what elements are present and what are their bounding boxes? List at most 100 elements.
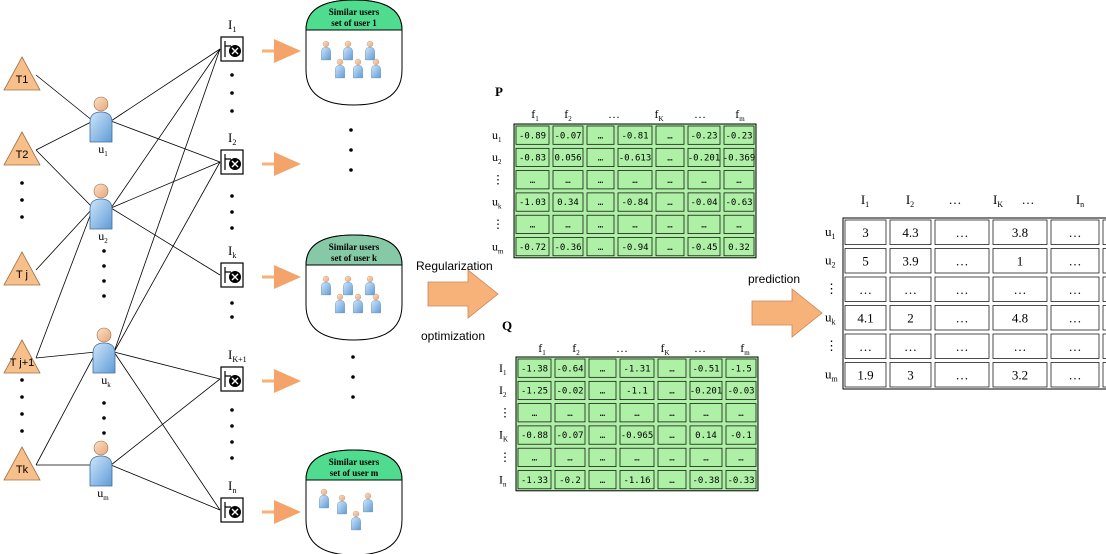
matrix-cell [992, 305, 1048, 331]
matrix-cell-value: -0.94 [621, 243, 648, 253]
matrix-cell [725, 380, 757, 400]
matrix-cell [588, 403, 617, 423]
matrix-col-header: … [1022, 192, 1035, 207]
matrix-cell-value: 4.1 [857, 310, 873, 325]
matrix-cell-value: … [736, 176, 742, 186]
topic-triangle-icon [3, 251, 41, 286]
matrix-cell-value: … [956, 225, 969, 240]
topic-ellipsis [20, 378, 24, 382]
matrix-cell [889, 333, 932, 359]
matrix-cell [586, 237, 615, 257]
matrix-cell [689, 470, 723, 490]
matrix-cell-value: … [598, 131, 604, 141]
matrix-cell [889, 219, 932, 245]
matrix-row-header: I1 [499, 361, 507, 377]
user-label: uk [101, 373, 111, 389]
matrix-row-header: ⋮ [492, 217, 504, 231]
regularization-arrow-icon [427, 269, 499, 319]
item-ellipsis [230, 73, 234, 77]
user-person-icon [89, 440, 113, 487]
matrix-cell-value: -0.83 [519, 154, 546, 164]
user-person-icon [321, 40, 331, 61]
item-box-icon [220, 149, 244, 175]
prediction-arrow-icon [751, 288, 823, 338]
user-person-icon [335, 58, 345, 79]
matrix-col-header: fm [740, 341, 750, 357]
matrix-cell [515, 192, 550, 212]
similar-set-subtitle: set of user m [330, 468, 379, 478]
matrix-cell [934, 305, 990, 331]
matrix-cell-value: -0.201 [690, 387, 723, 397]
matrix-cell [552, 192, 584, 212]
matrix-cell-value: -1.25 [521, 387, 548, 397]
matrix-cell [844, 248, 887, 274]
item-ellipsis [230, 109, 234, 113]
matrix-cell-value: -0.84 [621, 198, 648, 208]
matrix-cell [723, 237, 755, 257]
item-label: IK+1 [228, 347, 247, 364]
item-box-icon [220, 366, 244, 392]
matrix-cell [689, 447, 723, 467]
matrix-cell [588, 380, 617, 400]
matrix-cell [725, 470, 757, 490]
topic-triangle-icon [3, 131, 41, 166]
matrix-cell-value: -0.38 [692, 476, 719, 486]
matrix-cell [1050, 362, 1100, 388]
matrix-cell [1102, 276, 1106, 302]
matrix-cell-value: -0.72 [519, 243, 546, 253]
matrix-col-header: f2 [572, 341, 580, 357]
user-item-line [113, 351, 221, 380]
topic-ellipsis [20, 429, 24, 433]
matrix-cell [619, 425, 655, 445]
matrix-col-header: fK [660, 341, 669, 357]
matrix-row-header: I2 [499, 383, 507, 399]
user-person-icon [335, 293, 345, 314]
matrix-cell-value: … [632, 176, 638, 186]
matrix-cell-value: … [738, 454, 744, 464]
topic-user-line [35, 351, 97, 359]
matrix-cell [844, 333, 887, 359]
set-ellipsis [349, 168, 353, 172]
matrix-cell [1102, 305, 1106, 331]
matrix-row-header: u2 [825, 253, 836, 270]
user-person-icon [343, 40, 353, 61]
connection-lines [35, 48, 221, 511]
item-ellipsis [230, 315, 234, 319]
matrix-cell-value: … [1069, 282, 1082, 297]
matrix-cell [619, 447, 655, 467]
matrix-cell [657, 380, 687, 400]
matrix-col-header: f2 [564, 107, 572, 123]
matrix-cell-value: … [1069, 339, 1082, 354]
matrix-col-header: … [949, 192, 962, 207]
matrix-row-header: um [825, 367, 839, 384]
matrix-cell [655, 192, 685, 212]
matrix-cell [657, 403, 687, 423]
matrix-cell [617, 192, 653, 212]
item-box-icon [220, 497, 244, 523]
matrix-cell [657, 470, 687, 490]
matrix-cell [517, 447, 552, 467]
item-label: I2 [228, 130, 236, 147]
user-label: um [97, 486, 109, 502]
matrix-cell [588, 447, 617, 467]
matrix-cell-value: … [667, 131, 673, 141]
matrix-cell-value: … [956, 253, 969, 268]
similar-set-title: Similar users [329, 457, 380, 467]
matrix-cell [619, 403, 655, 423]
matrix-cell-value: 3 [907, 367, 914, 382]
matrix-cell [934, 362, 990, 388]
matrix-cell-value: … [634, 454, 640, 464]
item-ellipsis [230, 440, 234, 444]
matrix-cell-value: … [530, 176, 536, 186]
matrix-cell [515, 170, 550, 190]
matrix-cell-value: -0.1 [730, 431, 752, 441]
matrix-cell [725, 425, 757, 445]
matrix-cell [689, 358, 723, 378]
matrix-cell-value: … [667, 154, 673, 164]
matrix-cell [515, 125, 550, 145]
similar-set-subtitle: set of user k [331, 253, 377, 263]
